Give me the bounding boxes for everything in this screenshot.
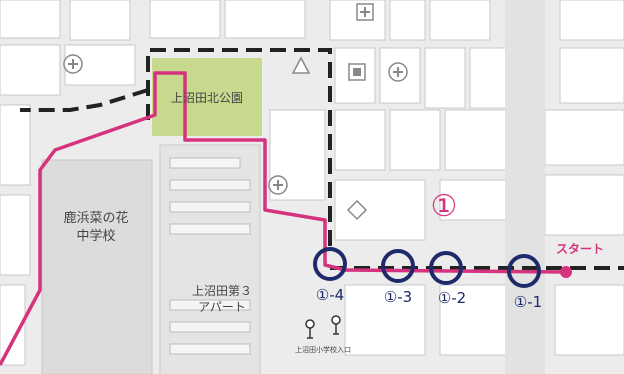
school-icon	[346, 199, 368, 221]
apartment-complex	[159, 144, 261, 374]
post-office-icon	[348, 63, 366, 81]
stop-label-2: ①-2	[438, 289, 466, 307]
park-area	[152, 58, 262, 136]
hospital-icon	[63, 54, 83, 74]
school-label-line2: 中学校	[76, 228, 115, 244]
hospital-icon	[388, 62, 408, 82]
hospital-icon	[268, 175, 288, 195]
stop-markers	[313, 247, 541, 288]
start-marker[interactable]	[560, 266, 572, 278]
hospital-square-icon	[356, 3, 374, 21]
stop-marker-4[interactable]	[313, 247, 347, 281]
police-icon	[291, 56, 311, 74]
stop-marker-1[interactable]	[507, 254, 541, 288]
apartment-label-line1: 上沼田第３	[192, 284, 252, 298]
stop-label-1: ①-1	[514, 293, 542, 311]
city-blocks	[0, 0, 624, 366]
stop-marker-3[interactable]	[381, 249, 415, 283]
route-line	[0, 71, 566, 366]
bus-stop-label: 上沼田小学校入口	[295, 345, 351, 354]
apartment-label-line2: アパート	[198, 300, 246, 314]
bus-stop-icon	[305, 319, 315, 339]
school-label-line1: 鹿浜菜の花	[63, 210, 128, 226]
school-grounds	[41, 159, 153, 374]
stop-label-3: ①-3	[384, 288, 412, 306]
stop-marker-2[interactable]	[429, 251, 463, 285]
start-label: スタート	[556, 242, 604, 256]
district-boundary	[20, 48, 624, 270]
rail-band	[505, 0, 545, 374]
park-label: 上沼田北公園	[171, 91, 243, 105]
bus-stop-icon	[331, 315, 341, 335]
route-number: ①	[431, 189, 458, 224]
stop-label-4: ①-4	[316, 286, 344, 304]
